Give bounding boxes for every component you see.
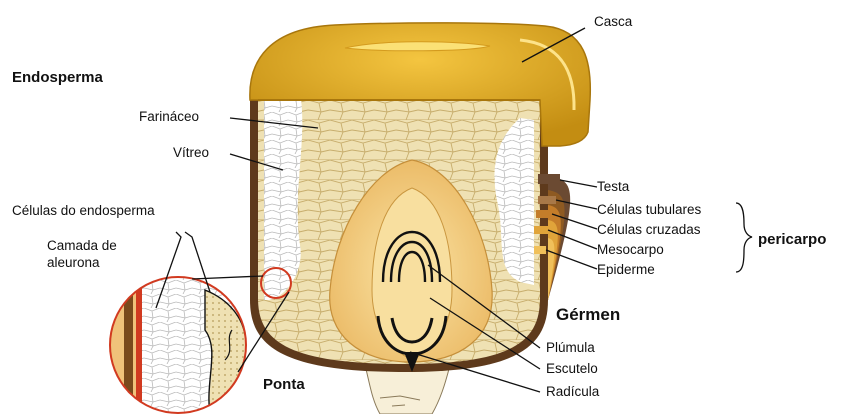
label-escutelo: Escutelo <box>546 361 598 376</box>
tip-cap-shape <box>365 365 450 414</box>
label-camada-aleurona-2: aleurona <box>47 255 100 270</box>
label-epiderme: Epiderme <box>597 262 655 277</box>
label-farinaceo: Farináceo <box>139 109 199 124</box>
label-celulas-endosperma: Células do endosperma <box>12 203 155 218</box>
label-mesocarpo: Mesocarpo <box>597 242 664 257</box>
label-plumula: Plúmula <box>546 340 595 355</box>
label-radicula: Radícula <box>546 384 600 399</box>
label-testa: Testa <box>597 179 630 194</box>
label-endosperma: Endosperma <box>12 69 104 86</box>
label-germen: Gérmen <box>556 305 620 324</box>
label-ponta: Ponta <box>263 376 305 393</box>
label-celulas-tubulares: Células tubulares <box>597 202 702 217</box>
label-casca: Casca <box>594 14 633 29</box>
label-celulas-cruzadas: Células cruzadas <box>597 222 701 237</box>
label-pericarpo: pericarpo <box>758 231 826 248</box>
label-camada-aleurona-1: Camada de <box>47 238 117 253</box>
label-vitreo: Vítreo <box>173 145 209 160</box>
